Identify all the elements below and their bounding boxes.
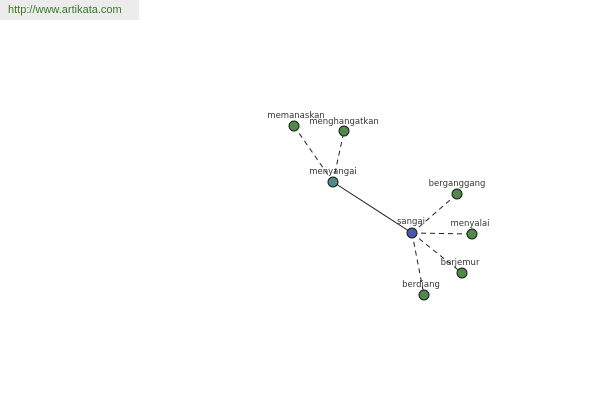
node-label-sangai[interactable]: sangai	[397, 217, 425, 227]
node-label-menyalai[interactable]: menyalai	[450, 219, 489, 229]
edge-sangai-menyangai	[332, 181, 413, 234]
node-menghangatkan[interactable]: menghangatkan	[309, 117, 379, 137]
edge-sangai-menyalai	[411, 232, 473, 235]
edge-menyangai-memanaskan	[293, 125, 334, 183]
node-circle-berganggang[interactable]	[451, 188, 463, 200]
node-label-menghangatkan[interactable]: menghangatkan	[309, 117, 379, 127]
node-sangai[interactable]: sangai	[397, 217, 425, 239]
node-label-berganggang[interactable]: berganggang	[429, 179, 486, 189]
node-circle-menyangai[interactable]	[327, 176, 339, 188]
node-label-berjemur[interactable]: berjemur	[441, 258, 480, 268]
node-berjemur[interactable]: berjemur	[441, 258, 480, 279]
edges-layer	[293, 125, 473, 296]
node-circle-berjemur[interactable]	[456, 267, 468, 279]
node-berdiang[interactable]: berdiang	[402, 280, 440, 301]
site-url-banner[interactable]: http://www.artikata.com	[0, 0, 139, 20]
node-menyangai[interactable]: menyangai	[309, 167, 357, 188]
edge-sangai-berganggang	[411, 193, 458, 234]
node-berganggang[interactable]: berganggang	[429, 179, 486, 200]
node-label-berdiang[interactable]: berdiang	[402, 280, 440, 290]
edge-sangai-berdiang	[411, 232, 425, 296]
node-memanaskan[interactable]: memanaskan	[267, 111, 325, 132]
node-circle-berdiang[interactable]	[418, 289, 430, 301]
node-menyalai[interactable]: menyalai	[450, 219, 490, 240]
node-label-memanaskan[interactable]: memanaskan	[267, 111, 324, 121]
edge-sangai-berjemur	[411, 232, 463, 274]
node-label-menyangai[interactable]: menyangai	[309, 167, 357, 177]
node-circle-menyalai[interactable]	[466, 228, 478, 240]
node-circle-menghangatkan[interactable]	[338, 125, 350, 137]
node-circle-memanaskan[interactable]	[288, 120, 300, 132]
node-circle-sangai[interactable]	[406, 227, 418, 239]
